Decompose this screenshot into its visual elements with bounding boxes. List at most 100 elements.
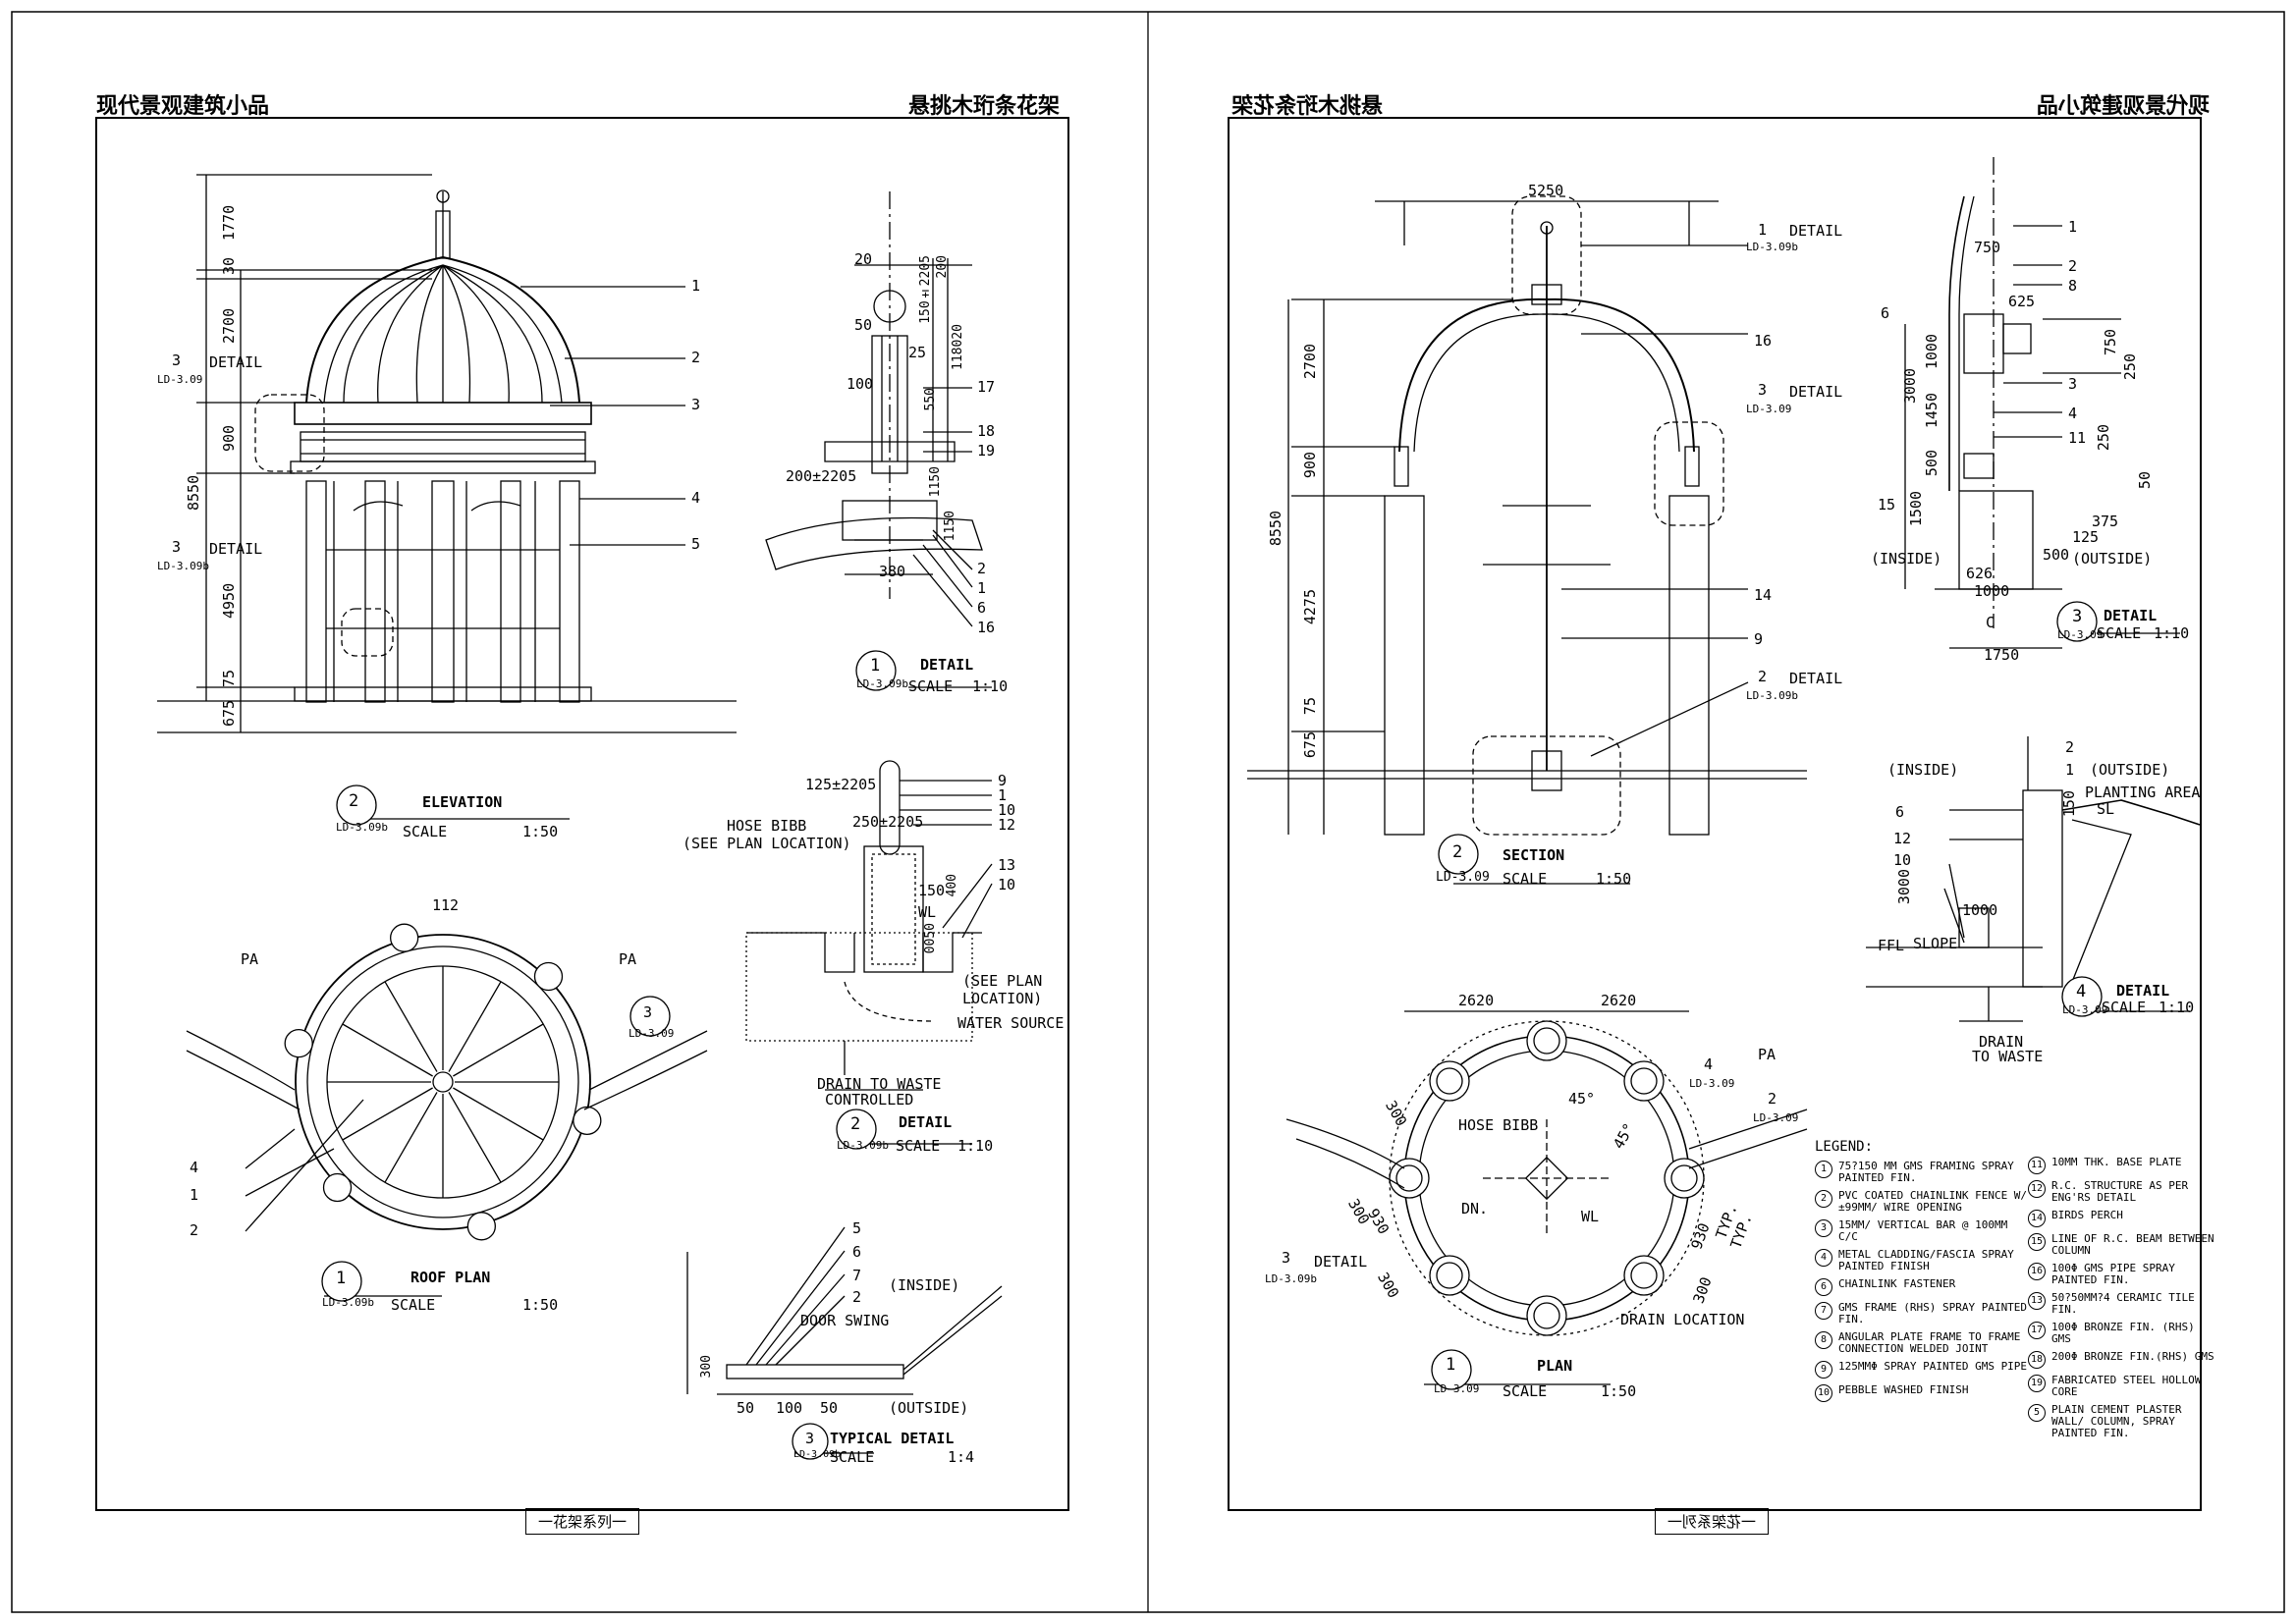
td-leader-5: 5: [852, 1219, 862, 1237]
sec-leader-9: 9: [1754, 630, 1764, 648]
detail-3-view: [1904, 157, 2180, 649]
legend-text: ANGULAR PLATE FRAME TO FRAME CONNECTION …: [1838, 1330, 2021, 1355]
roof-column-cap: [284, 1029, 313, 1058]
plan-pa: PA: [1758, 1046, 1777, 1063]
legend-number: 1: [1815, 1161, 1832, 1178]
legend-number: 5: [2028, 1404, 2046, 1422]
d1-dim-1150b: 1150: [943, 511, 957, 542]
d3-leader-2: 2: [2068, 257, 2078, 275]
legend-number: 3: [1815, 1219, 1832, 1237]
plan-dim-300d: 300: [1689, 1274, 1716, 1306]
legend-text: CHAINLINK FASTENER: [1838, 1277, 1956, 1290]
left-header-right: 悬挑木珩条花架: [908, 94, 1061, 119]
legend-text: 100Φ BRONZE FIN. (RHS) GMS: [2051, 1321, 2195, 1345]
sec-scale-label: SCALE: [1503, 870, 1548, 888]
d4-dim-1000: 1000: [1962, 901, 1998, 919]
elevation-dims: 1770 30 2700 900 8550 4950 75 675: [185, 205, 238, 727]
detail-2-view: [745, 760, 993, 1150]
elev-dim-2700: 2700: [220, 308, 238, 344]
d1-leader-6: 6: [977, 599, 987, 617]
plan-column: [1623, 1060, 1665, 1102]
d4-ffl: FFL: [1878, 937, 1905, 954]
legend-text: BIRDS PERCH: [2051, 1209, 2123, 1221]
d3-dim-1000: 1000: [1923, 334, 1941, 370]
d3-dim-250: 250: [2121, 353, 2139, 381]
d2-leader-10a: 10: [998, 801, 1016, 819]
d3-title: DETAIL: [2104, 607, 2158, 624]
d3-dim-500: 500: [1923, 450, 1941, 477]
legend-text: R.C. STRUCTURE AS PER ENG'RS DETAIL: [2051, 1179, 2189, 1204]
legend-text: 200Φ BRONZE FIN.(RHS) GMS: [2051, 1350, 2214, 1363]
left-footer: 一花架系列一: [525, 1508, 640, 1535]
roof-column-cap: [466, 1212, 496, 1241]
plan-column: [1664, 1158, 1705, 1199]
d3-outside: (OUTSIDE): [2072, 550, 2153, 568]
sec-callout-2-ref: LD-3.09: [1746, 403, 1792, 415]
td-dim-50a: 50: [737, 1399, 755, 1417]
elev-num: 2: [349, 791, 359, 811]
legend-number: 12: [2028, 1180, 2046, 1198]
d4-leader-10: 10: [1893, 851, 1912, 869]
d4-leader-1: 1: [2065, 761, 2075, 779]
d3-inside: (INSIDE): [1871, 550, 1942, 568]
d4-leader-12: 12: [1893, 830, 1912, 847]
plan-angle-45b: 45°: [1609, 1119, 1639, 1153]
d3-num: 3: [2072, 607, 2083, 626]
d2-scale: 1:10: [957, 1137, 994, 1155]
legend-number: 6: [1815, 1278, 1832, 1296]
plan-angle-45a: 45°: [1568, 1090, 1596, 1108]
elev-callout-1-ref: LD-3.09: [157, 373, 203, 386]
d2-dim-125: 125±2205: [805, 776, 877, 793]
d3-ref: LD-3.09: [2057, 628, 2104, 641]
plan-dim-300c: 300: [1373, 1269, 1403, 1302]
elev-leader-2: 2: [691, 349, 701, 366]
legend-title: LEGEND:: [1815, 1139, 1874, 1155]
legend-number: 13: [2028, 1292, 2046, 1310]
legend-number: 14: [2028, 1210, 2046, 1227]
legend-text: 50?50MM?4 CERAMIC TILE FIN.: [2051, 1291, 2195, 1316]
legend-number: 4: [1815, 1249, 1832, 1267]
d1-scale-label: SCALE: [908, 677, 954, 695]
legend-number: 17: [2028, 1322, 2046, 1339]
d2-drain-1: DRAIN TO WASTE: [817, 1075, 942, 1093]
d3-dim-1450: 1450: [1923, 393, 1941, 429]
d1-scale: 1:10: [972, 677, 1009, 695]
sec-dim-75: 75: [1301, 697, 1319, 716]
td-scale-label: SCALE: [830, 1448, 875, 1466]
roof-column-cap: [390, 923, 419, 952]
roof-title: ROOF PLAN: [410, 1269, 491, 1286]
legend-number: 10: [1815, 1384, 1832, 1402]
sec-callout-1-num: 1: [1758, 221, 1768, 239]
d1-leader-18: 18: [977, 422, 996, 440]
plan-dim-300: 300: [1381, 1097, 1411, 1130]
d4-title: DETAIL: [2116, 982, 2170, 1000]
sec-callout-2-num: 3: [1758, 381, 1768, 399]
d2-leader-12: 12: [998, 816, 1016, 834]
elev-leader-3: 3: [691, 396, 701, 413]
td-inside: (INSIDE): [889, 1276, 960, 1294]
d4-leader-2: 2: [2065, 738, 2075, 756]
td-door-swing: DOOR SWING: [800, 1312, 890, 1329]
plan-scale-label: SCALE: [1503, 1382, 1548, 1400]
left-frame: [95, 117, 1069, 1511]
td-leader-6: 6: [852, 1243, 862, 1261]
d2-see-plan-2a: (SEE PLAN: [962, 972, 1043, 990]
td-num: 3: [805, 1430, 815, 1447]
td-leader-7: 7: [852, 1267, 862, 1284]
sec-ref: LD-3.09: [1436, 870, 1490, 885]
plan-callout-3-text: DETAIL: [1314, 1253, 1368, 1271]
d1-dim-380: 380: [879, 563, 906, 580]
d4-num: 4: [2076, 982, 2087, 1001]
d3-leader-3: 3: [2068, 375, 2078, 393]
elev-callout-1-num: 3: [172, 352, 182, 369]
elev-dim-8550: 8550: [185, 475, 202, 511]
d2-water-source: WATER SOURCE: [957, 1014, 1065, 1032]
d3-dim-1500: 1500: [1907, 491, 1925, 527]
d1-dim-50: 50: [854, 316, 873, 334]
sec-leader-16: 16: [1754, 332, 1773, 350]
d4-drain-1: DRAIN: [1979, 1033, 2024, 1051]
roof-column-cap: [573, 1106, 602, 1135]
